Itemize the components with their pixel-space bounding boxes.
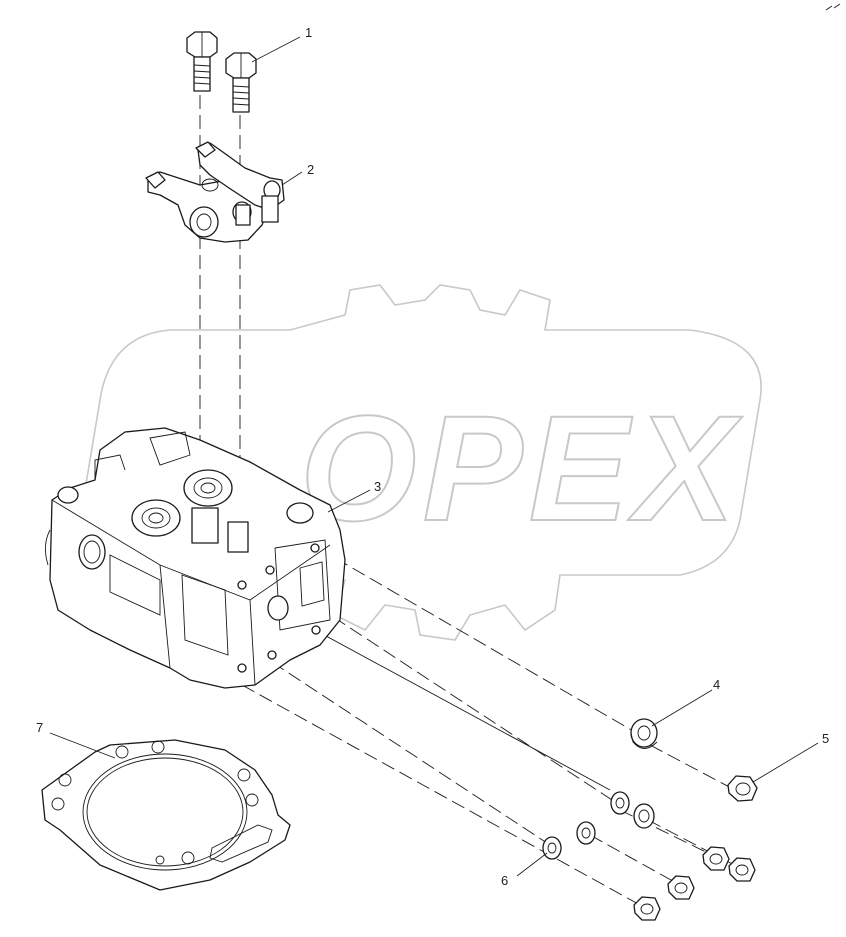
hex-nut [727,775,758,802]
callout-6: 6 [501,873,508,888]
callout-1: 1 [305,25,312,40]
bolt-right [225,52,257,113]
cylinder-head [45,427,346,689]
callout-4: 4 [713,677,720,692]
nut-set [633,846,756,921]
callout-2: 2 [307,162,314,177]
washer-set [542,791,655,860]
callout-5: 5 [822,731,829,746]
leader-lines [49,36,819,877]
watermark-logo: OPEX [77,284,762,641]
watermark-text: OPEX [300,384,743,552]
callout-7: 7 [36,720,43,735]
corner-mark [825,3,841,11]
callout-3: 3 [374,479,381,494]
bolt-left [186,31,218,92]
callout-labels: 1 2 3 4 5 6 7 [36,25,829,888]
rocker-arm-assembly [145,141,285,243]
thick-washer [630,718,658,749]
head-gasket [41,739,291,891]
